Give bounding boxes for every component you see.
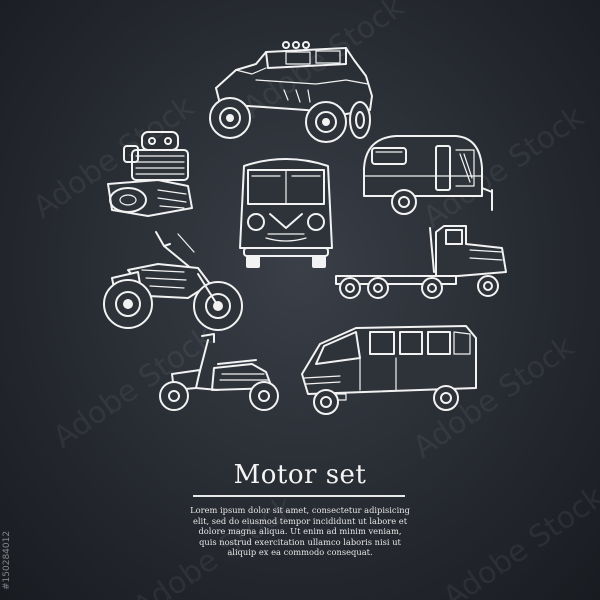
scooter-icon [152, 330, 290, 414]
motorcycle-icon [98, 224, 248, 336]
caravan-trailer-icon [356, 128, 496, 220]
engine-icon [98, 124, 208, 224]
title-divider [193, 495, 405, 497]
stock-id: #150284012 [2, 530, 12, 590]
watermark-text: Adobe Stock [436, 479, 600, 600]
semi-truck-icon [326, 222, 510, 302]
minivan-icon [296, 318, 484, 422]
camper-van-icon [230, 152, 342, 272]
poster-title: Motor set [233, 460, 367, 490]
body-text: Lorem ipsum dolor sit amet, consectetur … [190, 505, 410, 558]
jeep-icon [196, 40, 376, 144]
